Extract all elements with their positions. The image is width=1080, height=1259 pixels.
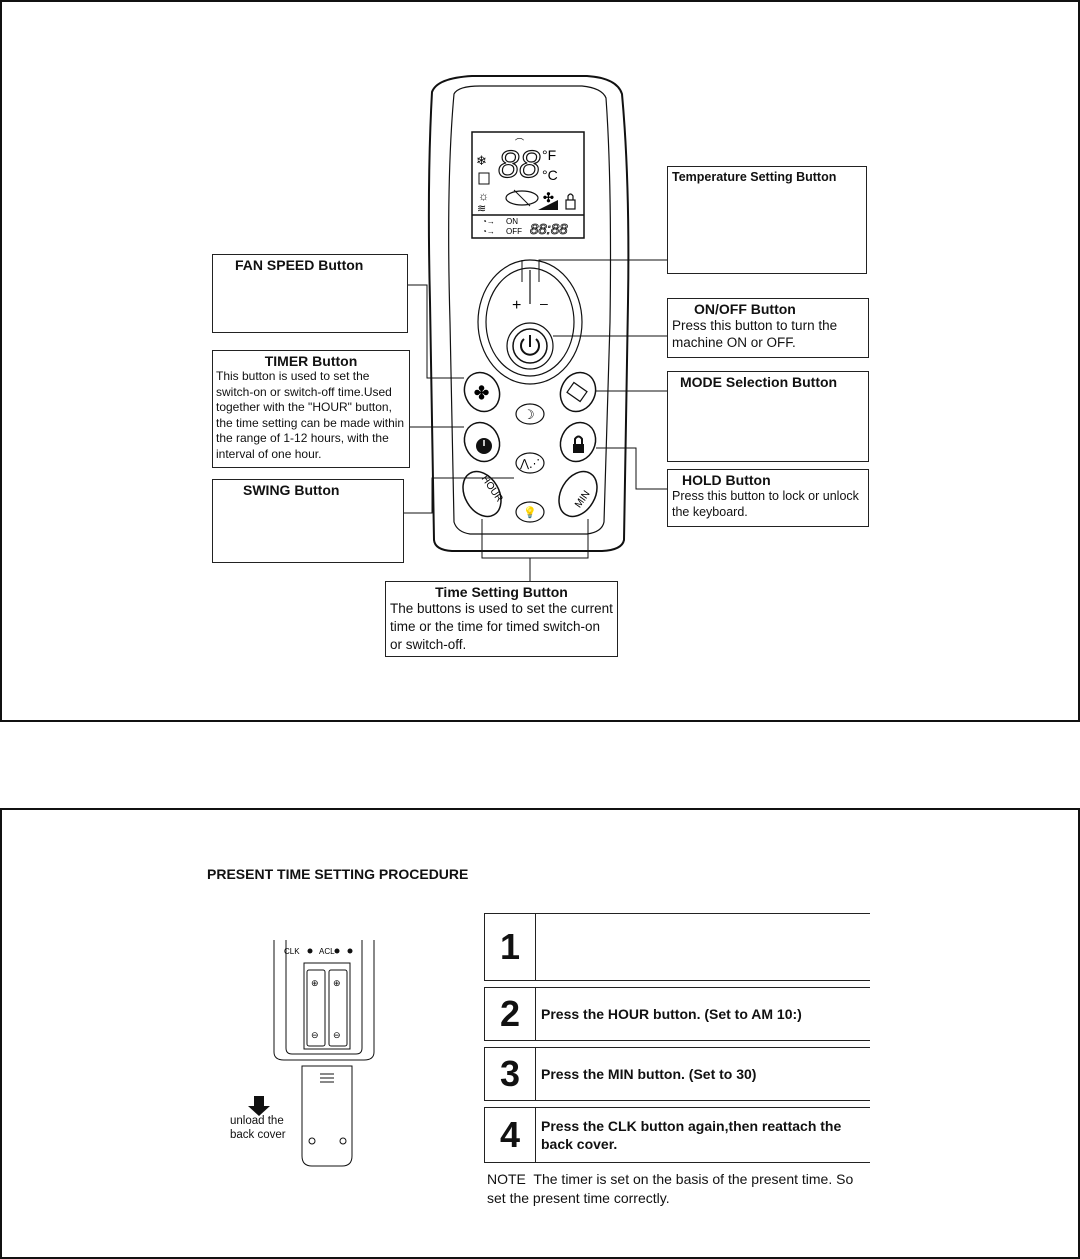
- light-button[interactable]: [515, 501, 545, 523]
- battery-right: [328, 969, 348, 1047]
- procedure-heading: PRESENT TIME SETTING PROCEDURE: [207, 866, 469, 882]
- on-off-callout-body: Press this button to turn the machine ON…: [672, 318, 838, 350]
- swing-button[interactable]: [515, 452, 545, 474]
- procedure-note: NOTE The timer is set on the basis of th…: [487, 1171, 858, 1206]
- procedure-panel: PRESENT TIME SETTING PROCEDURE CLK ACL ⊕…: [0, 808, 1080, 1259]
- step-3-number: 3: [485, 1048, 536, 1100]
- moon-icon: ☽: [523, 407, 535, 422]
- min-button[interactable]: [551, 465, 604, 524]
- swing-indicator-icon: [505, 190, 539, 206]
- lock-icon: [573, 444, 584, 453]
- hold-button[interactable]: [554, 417, 602, 468]
- power-button[interactable]: [512, 328, 548, 364]
- on-off-callout: ON/OFF Button Press this button to turn …: [667, 298, 869, 358]
- timer-callout-body: This button is used to set the switch-on…: [216, 369, 405, 461]
- back-cover: [301, 1065, 353, 1167]
- step-1-number: 1: [485, 914, 536, 980]
- lcd-temp-digits: 88: [498, 144, 540, 186]
- svg-text:⊖: ⊖: [311, 1030, 319, 1040]
- lcd-clock-digits: 88:88: [530, 221, 568, 238]
- svg-text:◔→: ◔→: [482, 217, 495, 226]
- mode-callout: MODE Selection Button: [667, 371, 869, 462]
- clk-label: CLK: [284, 947, 300, 956]
- clk-button[interactable]: [307, 948, 313, 954]
- remote-diagram-panel: 88 °F °C ❄ ☼ ≋ ⌒ ✣ ON OFF ◔→ ◔→ 88:88 + …: [0, 0, 1080, 722]
- unload-cover-label: unload the back cover: [230, 1115, 286, 1141]
- down-arrow-icon: [248, 1096, 270, 1116]
- lcd-lock-icon: [565, 199, 576, 210]
- swing-callout-title: SWING Button: [243, 482, 340, 498]
- temperature-callout-title: Temperature Setting Button: [672, 170, 837, 184]
- fan-speed-button[interactable]: [458, 367, 506, 418]
- lcd-on-label: ON: [506, 217, 518, 226]
- step-3-row: 3 Press the MIN button. (Set to 30): [484, 1047, 870, 1101]
- hour-button[interactable]: [455, 465, 508, 524]
- mode-button[interactable]: [554, 367, 602, 418]
- snowflake-icon: ❄: [476, 153, 487, 168]
- temp-minus-button[interactable]: –: [540, 295, 548, 311]
- acl-label: ACL: [319, 947, 335, 956]
- step-1-text: [541, 914, 866, 980]
- step-4-text: Press the CLK button again,then reattach…: [541, 1118, 842, 1152]
- step-2-text: Press the HOUR button. (Set to AM 10:): [541, 1006, 802, 1022]
- hold-callout-title: HOLD Button: [682, 472, 771, 488]
- timer-callout: TIMER Button This button is used to set …: [212, 350, 410, 468]
- dry-mode-icon: [478, 172, 490, 185]
- lcd-off-label: OFF: [506, 227, 522, 236]
- svg-text:⊕: ⊕: [311, 978, 319, 988]
- remote-control-drawing: 88 °F °C ❄ ☼ ≋ ⌒ ✣ ON OFF ◔→ ◔→ 88:88 + …: [404, 75, 667, 582]
- wave-icon: ≋: [477, 203, 486, 215]
- battery-left: [306, 969, 326, 1047]
- mode-icon: [566, 381, 588, 403]
- lcd-unit-f: °F: [542, 147, 556, 163]
- svg-text:⊖: ⊖: [333, 1030, 341, 1040]
- lcd-fan-icon: ✣: [543, 190, 554, 205]
- bulb-icon: 💡: [523, 506, 537, 519]
- time-setting-callout-body: The buttons is used to set the current t…: [390, 601, 613, 652]
- on-off-callout-title: ON/OFF Button: [694, 301, 796, 317]
- fan-speed-callout: FAN SPEED Button: [212, 254, 408, 333]
- fan-level-bars-icon: [538, 200, 558, 210]
- step-1-row: 1: [484, 913, 870, 981]
- hold-callout: HOLD Button Press this button to lock or…: [667, 469, 869, 527]
- step-4-number: 4: [485, 1108, 536, 1162]
- remote-face-inner: [448, 85, 612, 535]
- swing-callout: SWING Button: [212, 479, 404, 563]
- control-ring: [485, 267, 575, 377]
- hold-callout-body: Press this button to lock or unlock the …: [672, 489, 859, 519]
- signal-icon: ⌒: [515, 138, 524, 148]
- sleep-button[interactable]: [515, 403, 545, 425]
- battery-compartment-drawing: CLK ACL ⊕ ⊕ ⊖ ⊖: [248, 940, 375, 1167]
- fan-speed-callout-title: FAN SPEED Button: [235, 257, 364, 273]
- mode-callout-title: MODE Selection Button: [680, 374, 838, 390]
- step-4-row: 4 Press the CLK button again,then reatta…: [484, 1107, 870, 1163]
- callout-leader-lines: [404, 259, 667, 582]
- fan-icon: ✤: [474, 383, 489, 403]
- battery-tray: [303, 962, 351, 1050]
- acl-button[interactable]: [334, 948, 340, 954]
- time-setting-callout-title: Time Setting Button: [435, 584, 568, 600]
- lcd-screen: [471, 131, 585, 239]
- power-button-ring: [506, 322, 554, 370]
- swing-icon: ⋀⋰: [519, 458, 540, 470]
- timer-button[interactable]: [458, 417, 506, 468]
- lcd-unit-c: °C: [542, 167, 558, 183]
- temp-plus-button[interactable]: +: [512, 297, 521, 314]
- step-2-row: 2 Press the HOUR button. (Set to AM 10:): [484, 987, 870, 1041]
- control-ring-outer: [477, 259, 583, 385]
- step-2-number: 2: [485, 988, 536, 1040]
- svg-text:◔→: ◔→: [482, 227, 495, 236]
- power-icon: [520, 338, 540, 356]
- timer-callout-title: TIMER Button: [264, 353, 358, 369]
- time-setting-callout: Time Setting Button The buttons is used …: [385, 581, 618, 657]
- sun-icon: ☼: [478, 189, 489, 203]
- temperature-callout: Temperature Setting Button: [667, 166, 867, 274]
- step-3-text: Press the MIN button. (Set to 30): [541, 1066, 757, 1082]
- svg-text:⊕: ⊕: [333, 978, 341, 988]
